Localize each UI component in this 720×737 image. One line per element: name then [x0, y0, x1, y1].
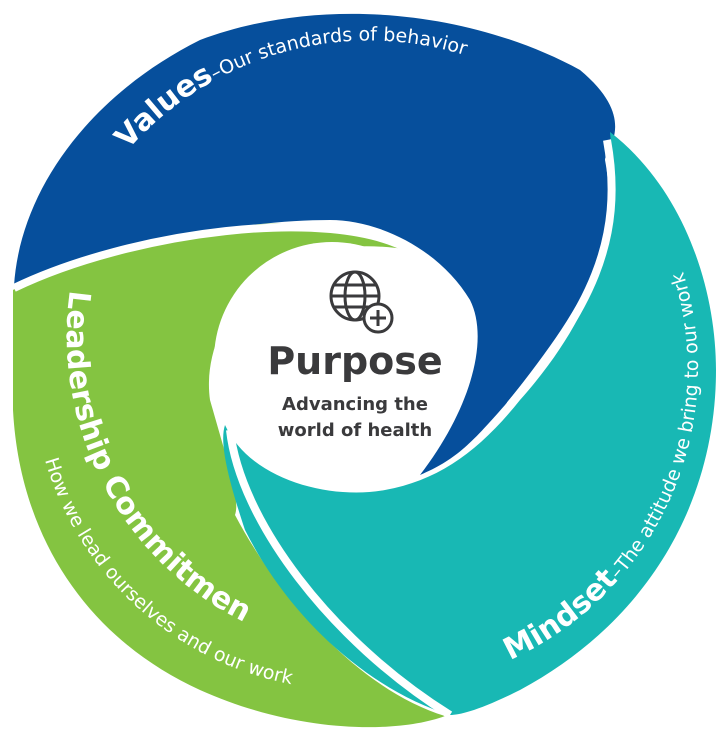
- center-title: Purpose: [267, 339, 442, 383]
- center-circle: [214, 242, 450, 478]
- center-line-2: world of health: [278, 420, 432, 441]
- values-segment: [14, 13, 616, 476]
- segment-dividers: [12, 139, 616, 719]
- center-line-1: Advancing the: [282, 394, 428, 415]
- globe-plus-icon: [329, 270, 394, 334]
- mindset-segment: [223, 132, 716, 715]
